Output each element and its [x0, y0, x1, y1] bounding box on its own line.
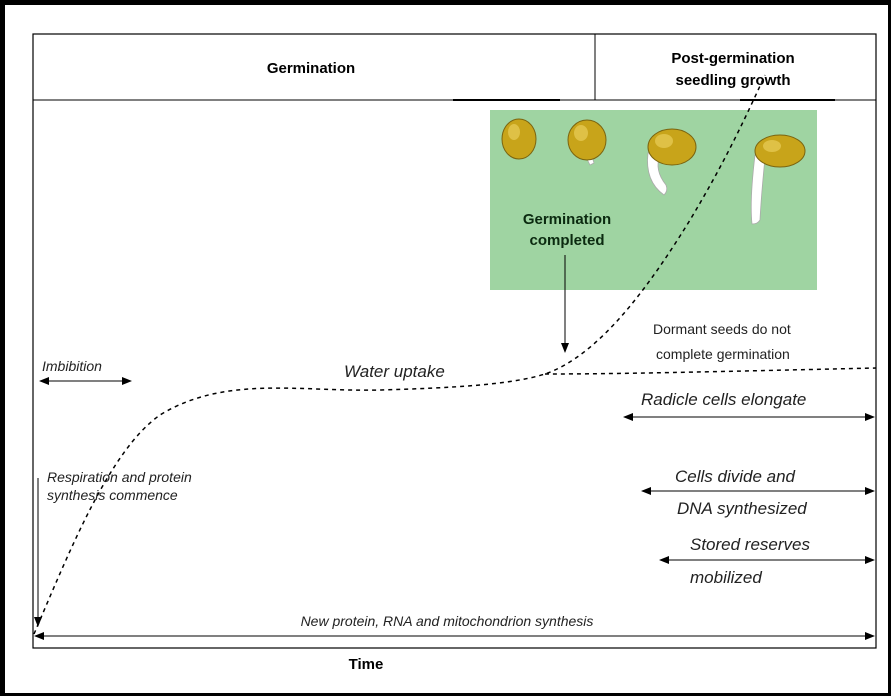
dormant-label-line1: Dormant seeds do not	[653, 321, 791, 337]
new-protein-label: New protein, RNA and mitochondrion synth…	[301, 613, 594, 629]
diagram-box	[32, 33, 877, 649]
respiration-label-line2: synthesis commence	[47, 487, 178, 503]
header-post-germination: Post-germination	[671, 50, 794, 67]
header-seedling-growth: seedling growth	[675, 72, 790, 89]
germination-completed-line1: Germination	[523, 211, 611, 228]
germination-completed-line2: completed	[529, 232, 604, 249]
reserves-label-line2: mobilized	[690, 568, 762, 587]
seed-stage-4-icon	[750, 134, 806, 225]
reserves-label-line1: Stored reserves	[690, 535, 810, 554]
dormant-label-line2: complete germination	[656, 346, 790, 362]
seed-stage-3-icon	[647, 128, 697, 196]
seed-stage-1-icon	[501, 118, 537, 160]
water-uptake-label: Water uptake	[344, 362, 445, 381]
imbibition-label: Imbibition	[42, 358, 102, 374]
header-germination: Germination	[267, 60, 355, 77]
time-axis-label: Time	[349, 656, 384, 673]
respiration-label-line1: Respiration and protein	[47, 469, 192, 485]
cells-divide-label-line1: Cells divide and	[675, 467, 796, 486]
dormant-seed-curve	[544, 367, 877, 375]
cells-divide-label-line2: DNA synthesized	[677, 499, 807, 518]
seed-stage-2-icon	[567, 119, 607, 166]
radicle-label: Radicle cells elongate	[641, 390, 806, 409]
